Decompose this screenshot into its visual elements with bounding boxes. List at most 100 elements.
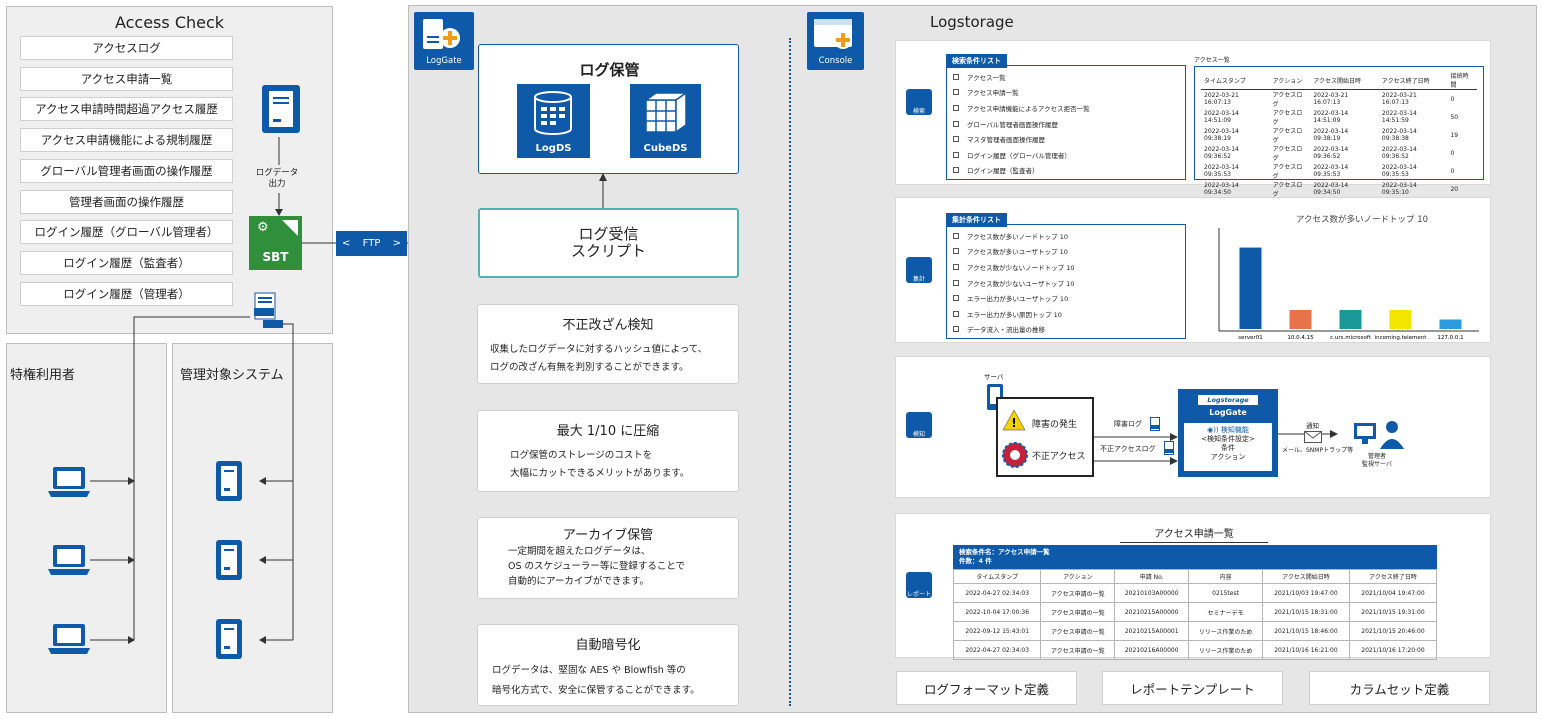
condition-item[interactable]: エラー出力が多い原因トップ 10 [947,306,1185,322]
checkbox[interactable] [953,326,959,333]
table-cell: リリース作業のため [1188,621,1263,641]
checkbox[interactable] [953,310,959,317]
access-check-menu-item[interactable]: アクセスログ [20,36,233,60]
file-icon [1150,417,1160,431]
checkbox[interactable] [953,167,959,174]
x-tick-label: 10.0.4.15 [1287,335,1314,340]
checkbox[interactable] [953,104,959,111]
fault-log-label: 障害ログ [1114,420,1142,428]
alert-icon: 検知 [906,412,932,438]
access-check-menu-item[interactable]: アクセス申請時間超過アクセス履歴 [20,97,233,122]
search-condition-list: 検索条件リスト アクセス一覧アクセス申請一覧アクセス申請機能によるアクセス拒否一… [946,54,1186,180]
column-set-button[interactable]: カラムセット定義 [1309,671,1490,705]
condition-label: アクセス申請機能によるアクセス拒否一覧 [967,104,1090,113]
report-title: アクセス申請一覧 [1120,525,1268,543]
arrow-down [275,137,283,216]
checkbox[interactable] [953,295,959,302]
feature-card: 自動暗号化ログデータは、堅固な AES や Blowfish 等の 暗号化方式で… [477,624,739,706]
systems-panel [172,343,333,713]
table-cell: 2021/10/15 18:46:00 [1261,621,1350,641]
condition-item[interactable]: アクセス申請機能によるアクセス拒否一覧 [947,100,1185,116]
checkbox[interactable] [953,279,959,286]
logstorage-title: Logstorage [930,13,1014,31]
column-header: タイムスタンプ [952,569,1042,584]
checkbox[interactable] [953,248,959,255]
log-storage-title: ログ保管 [579,61,640,79]
checkbox[interactable] [953,89,959,96]
condition-label: エラー出力が多いユーザトップ 10 [967,295,1069,304]
x-tick-label: 127.0.0.1 [1437,335,1463,340]
condition-item[interactable]: データ流入・流出量の推移 [947,322,1185,338]
column-header: アクセス開始日時 [1310,71,1379,90]
feature-desc: ログ保管のストレージのコストを 大幅にカットできるメリットがあります。 [510,450,690,479]
checkbox[interactable] [953,263,959,270]
access-check-menu-item[interactable]: ログイン履歴（グローバル管理者） [20,220,233,245]
condition-item[interactable]: ログイン履歴（グローバル管理者） [947,147,1185,163]
log-format-button[interactable]: ログフォーマット定義 [896,671,1077,705]
condition-item[interactable]: アクセス数が少ないノードトップ 10 [947,259,1185,275]
access-check-menu-item[interactable]: ログイン履歴（管理者） [20,281,233,306]
log-flow-lines [90,316,294,644]
sbt-label: SBT [262,250,289,264]
table-cell: 2022-03-14 09:35:53 [1204,164,1239,178]
server-icon [216,461,242,501]
report-cond: 検索条件名：アクセス申請一覧 [959,548,1050,556]
table-cell: 2022-09-12 15:43:01 [952,621,1042,641]
report-template-button[interactable]: レポートテンプレート [1102,671,1283,705]
server-icon [262,85,300,133]
loggate-icon [423,19,460,49]
table-cell: 2022-03-21 16:07:13 [1204,92,1239,106]
condition-item[interactable]: マスタ管理者画面操作履歴 [947,131,1185,147]
access-check-menu-item[interactable]: グローバル管理者画面の操作履歴 [20,158,233,183]
checkbox[interactable] [953,232,959,239]
checkbox[interactable] [953,120,959,127]
checkbox[interactable] [953,136,959,143]
condition-item[interactable]: グローバル管理者画面操作履歴 [947,116,1185,132]
condition-item[interactable]: アクセス一覧 [947,69,1185,85]
search-table-title: アクセス一覧 [1194,57,1230,64]
table-cell: 20210215A00000 [1114,602,1190,622]
condition-label: アクセス一覧 [967,73,1006,82]
table-cell: 2022-03-14 09:34:50 [1204,182,1239,196]
condition-item[interactable]: ログイン履歴（監査者） [947,163,1185,179]
signal-icon: ◉)) [1207,426,1221,434]
admin-icon [1354,421,1404,449]
access-check-menu-item[interactable]: ログイン履歴（監査者） [20,250,233,275]
column-header: タイムスタンプ [1201,71,1270,90]
condition-label: アクセス数が多いユーザトップ 10 [967,248,1068,257]
svg-text:!: ! [1011,416,1016,430]
table-cell: アクセス申請の一覧 [1040,640,1116,660]
table-cell: 2022-03-14 09:35:10 [1381,182,1417,196]
checkbox[interactable] [953,151,959,158]
fraud-log-label: 不正アクセスログ [1100,445,1156,453]
detect-function-box: ◉)) 検知機能 <検知条件設定> 条件 アクション [1184,423,1272,471]
access-check-menu-item[interactable]: アクセス申請一覧 [20,66,233,91]
feature-card: 最大 1/10 に圧縮ログ保管のストレージのコストを 大幅にカットできるメリット… [477,410,739,492]
console-icon [814,19,852,49]
condition-item[interactable]: アクセス申請一覧 [947,85,1185,101]
table-cell: アクセスログ [1272,110,1303,126]
checkbox[interactable] [953,73,959,80]
access-check-title: Access Check [114,13,225,32]
condition-item[interactable]: アクセス数が多いノードトップ 10 [947,228,1185,244]
condition-item[interactable]: エラー出力が多いユーザトップ 10 [947,290,1185,306]
log-output-label: ログデータ 出力 [255,168,299,189]
access-check-menu-item[interactable]: 管理者画面の操作履歴 [20,189,233,214]
access-check-menu-item[interactable]: アクセス申請機能による規制履歴 [20,128,233,153]
condition-item[interactable]: アクセス数が少ないユーザトップ 10 [947,275,1185,291]
table-cell: 2021/10/16 16:21:00 [1261,640,1350,660]
detect-conditions: <検知条件設定> [1201,435,1255,443]
server-label: サーバ [984,373,1004,381]
report-card: レポート アクセス申請一覧 検索条件名：アクセス申請一覧 件数：4 件 タイムス… [895,513,1491,660]
detect-card: 検知 サーバ ! 障害の発生 不正アクセス 障害ログ 不正アクセスログ Logs… [895,356,1491,498]
log-file-icon [254,292,283,328]
gear-icon: ⚙ [257,220,269,235]
column-header: アクション [1269,71,1311,90]
condition-item[interactable]: アクセス数が多いユーザトップ 10 [947,244,1185,260]
table-cell: 2021/10/15 18:31:00 [1261,602,1350,622]
feature-desc: ログデータは、堅固な AES や Blowfish 等の 暗号化方式で、安全に保… [492,665,700,696]
